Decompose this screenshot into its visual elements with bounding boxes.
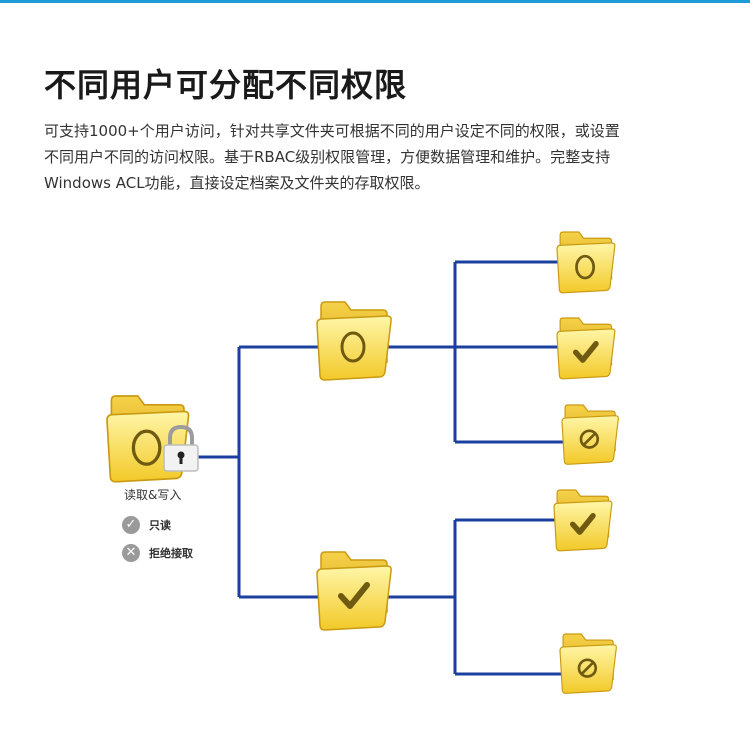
- page-title: 不同用户可分配不同权限: [44, 66, 408, 104]
- folder-read-only-icon: [553, 489, 613, 552]
- legend-label: 拒绝接取: [149, 547, 193, 560]
- folder-read-write-icon: [556, 231, 616, 294]
- legend-read-only: ✓ 只读: [122, 516, 171, 534]
- folder-read-only-icon: [316, 551, 392, 631]
- folder-deny-icon: [559, 633, 617, 694]
- connector-lines: [195, 260, 565, 676]
- description-line: Windows ACL功能，直接设定档案及文件夹的存取权限。: [44, 174, 430, 192]
- description-line: 不同用户不同的访问权限。基于RBAC级别权限管理，方便数据管理和维护。完整支持: [44, 148, 611, 166]
- description: 可支持1000+个用户访问，针对共享文件夹可根据不同的用户设定不同的权限，或设置…: [44, 118, 704, 196]
- root-folder-icon: [106, 395, 190, 483]
- root-folder-label: 读取&写入: [124, 488, 182, 502]
- accent-bar: [0, 0, 750, 3]
- description-line: 可支持1000+个用户访问，针对共享文件夹可根据不同的用户设定不同的权限，或设置: [44, 122, 620, 140]
- lock-icon: [163, 424, 199, 472]
- folder-read-only-icon: [556, 317, 616, 380]
- folder-deny-icon: [561, 404, 619, 465]
- x-circle-icon: ✕: [122, 544, 140, 562]
- check-circle-icon: ✓: [122, 516, 140, 534]
- legend-deny: ✕ 拒绝接取: [122, 544, 193, 562]
- legend-label: 只读: [149, 519, 171, 532]
- folder-read-write-icon: [316, 301, 392, 381]
